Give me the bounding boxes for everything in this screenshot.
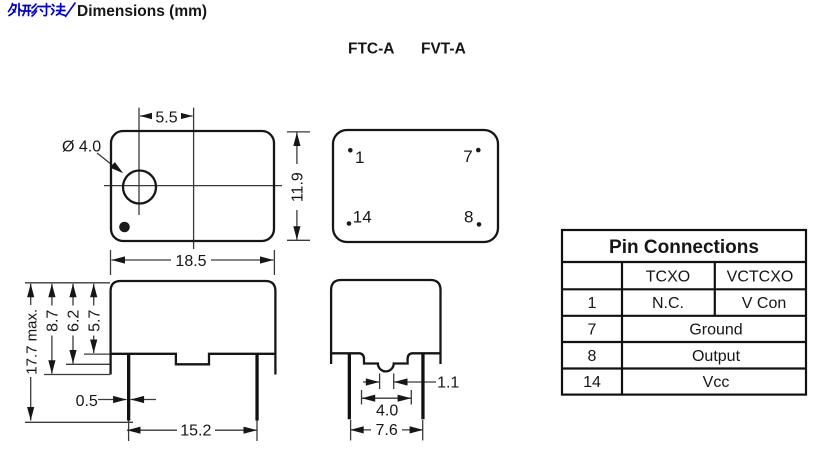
svg-text:Vcc: Vcc bbox=[703, 374, 730, 391]
svg-text:FTC-A: FTC-A bbox=[348, 41, 395, 58]
svg-text:VCTCXO: VCTCXO bbox=[727, 268, 794, 285]
svg-text:8: 8 bbox=[588, 348, 597, 365]
svg-text:V Con: V Con bbox=[742, 295, 786, 312]
svg-text:0.5: 0.5 bbox=[76, 393, 98, 410]
svg-text:7: 7 bbox=[588, 322, 597, 339]
svg-text:Ø 4.0: Ø 4.0 bbox=[62, 139, 101, 156]
svg-text:4.0: 4.0 bbox=[376, 403, 398, 420]
svg-text:1: 1 bbox=[588, 295, 597, 312]
svg-text:17.7 max.: 17.7 max. bbox=[24, 309, 41, 375]
svg-text:1: 1 bbox=[355, 148, 364, 167]
svg-text:Output: Output bbox=[692, 348, 741, 365]
svg-text:5.7: 5.7 bbox=[87, 310, 104, 332]
svg-text:Pin Connections: Pin Connections bbox=[609, 237, 759, 258]
svg-text:Dimensions (mm): Dimensions (mm) bbox=[77, 3, 207, 20]
svg-text:14: 14 bbox=[353, 208, 372, 227]
svg-text:11.9: 11.9 bbox=[290, 172, 307, 202]
svg-text:8: 8 bbox=[464, 208, 473, 227]
svg-text:14: 14 bbox=[583, 374, 601, 391]
svg-text:8.7: 8.7 bbox=[45, 310, 62, 332]
svg-text:7: 7 bbox=[463, 147, 472, 166]
svg-text:18.5: 18.5 bbox=[175, 253, 206, 270]
svg-text:N.C.: N.C. bbox=[652, 295, 684, 312]
svg-text:TCXO: TCXO bbox=[646, 268, 690, 285]
svg-text:6.2: 6.2 bbox=[66, 310, 83, 332]
svg-text:1.1: 1.1 bbox=[437, 374, 459, 391]
svg-text:FVT-A: FVT-A bbox=[421, 41, 466, 58]
svg-text:Ground: Ground bbox=[689, 322, 742, 339]
svg-text:15.2: 15.2 bbox=[180, 422, 211, 439]
svg-text:5.5: 5.5 bbox=[155, 110, 177, 127]
svg-text:7.6: 7.6 bbox=[375, 422, 397, 439]
